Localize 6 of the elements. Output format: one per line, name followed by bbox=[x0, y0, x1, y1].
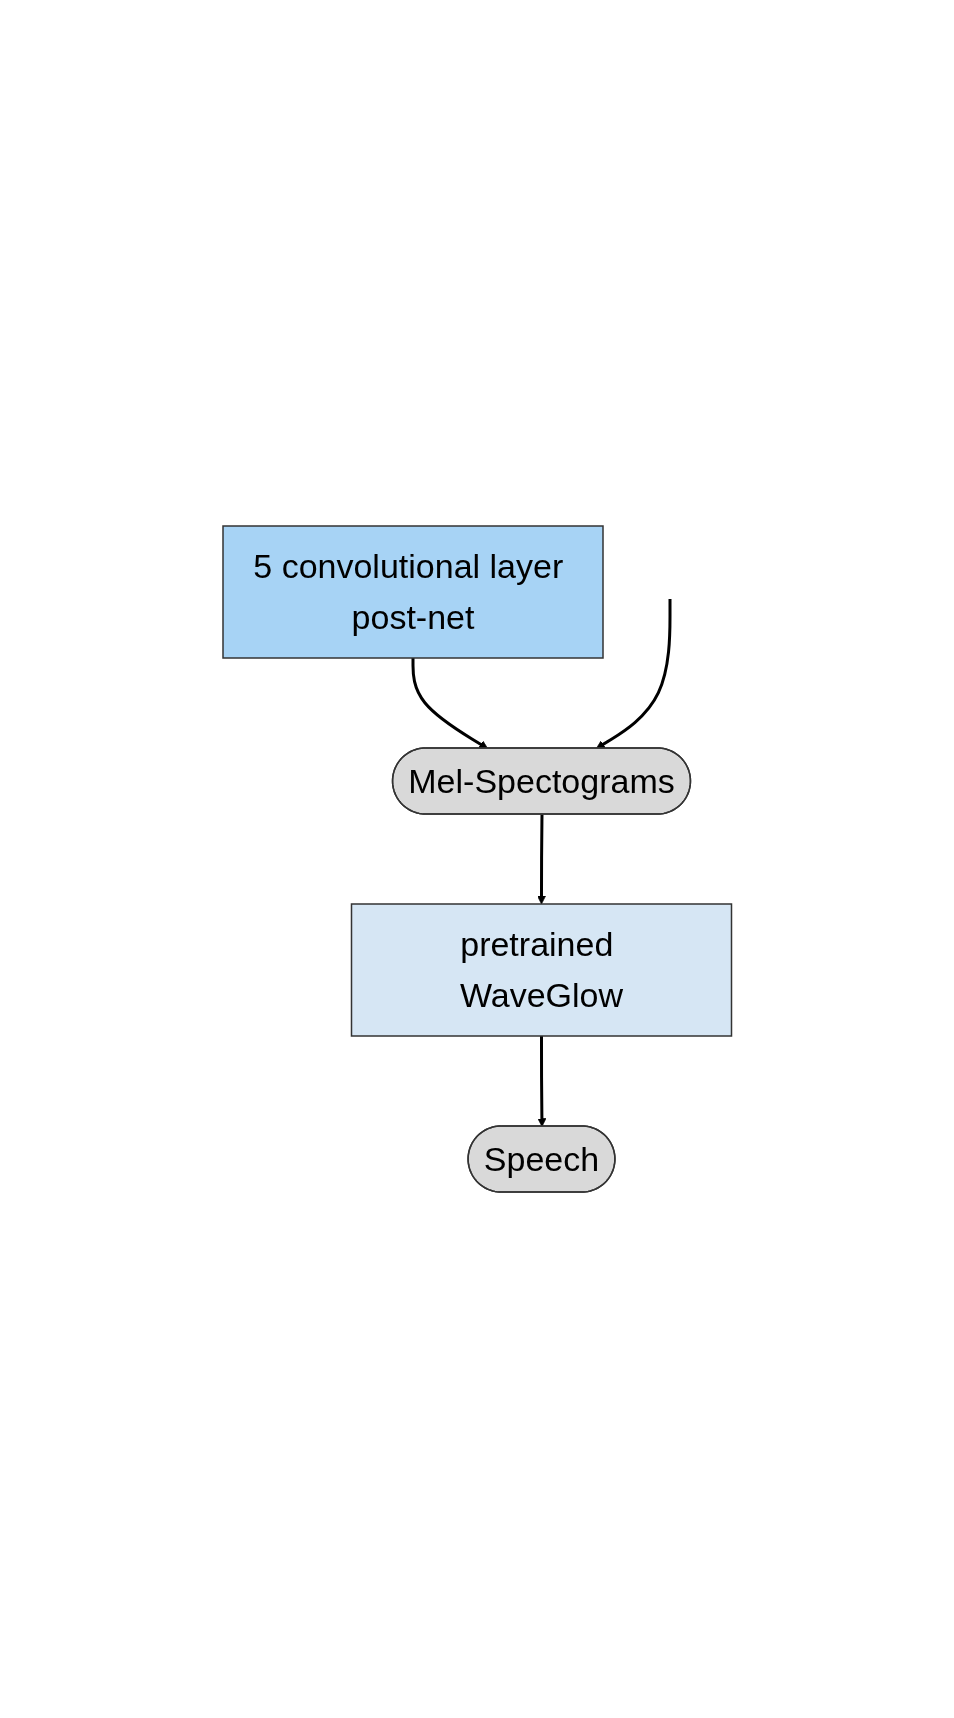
arrow bbox=[595, 599, 672, 749]
node-box: pretrained WaveGlow bbox=[350, 903, 732, 1037]
arrow bbox=[536, 814, 546, 905]
arrow bbox=[411, 658, 488, 749]
arrow bbox=[537, 1036, 547, 1127]
node-box: 5 convolutional layer post-net bbox=[222, 525, 604, 659]
